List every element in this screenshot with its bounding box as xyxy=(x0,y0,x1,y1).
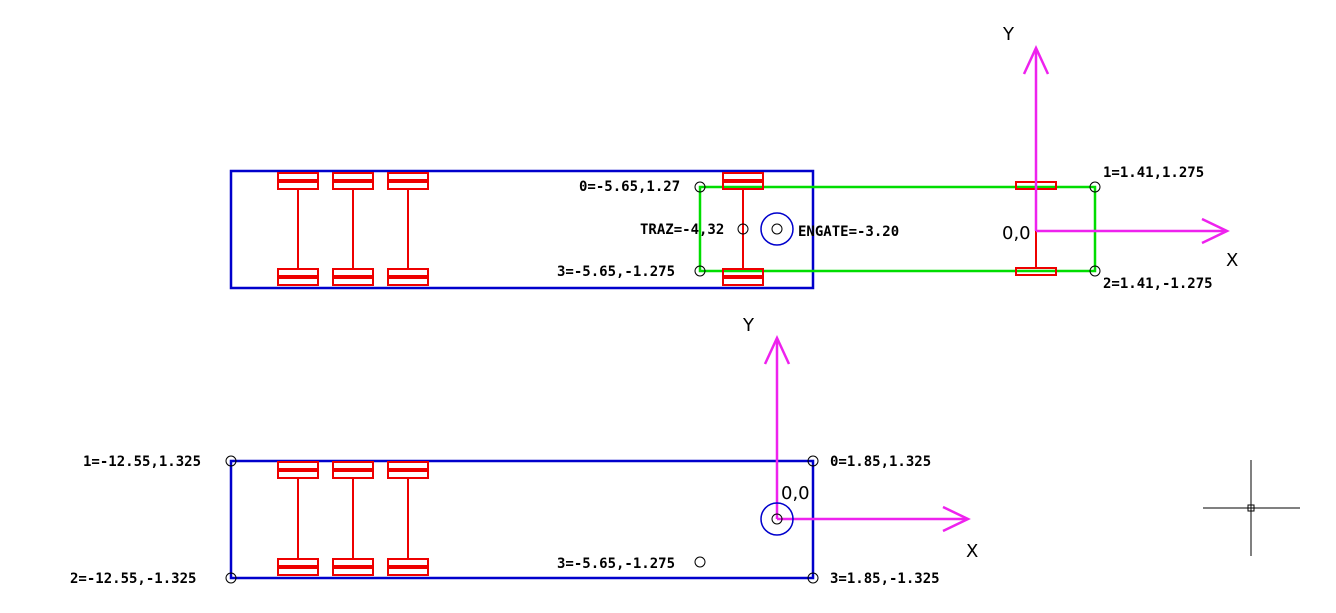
bottom-axis-y-label: Y xyxy=(742,315,755,336)
bottom-axes xyxy=(763,335,971,533)
trailer-point-2-label: 2=-12.55,-1.325 xyxy=(70,571,196,587)
traz-label: TRAZ=-4,32 xyxy=(640,222,724,238)
trailer-point-3-label: 3=1.85,-1.325 xyxy=(830,571,940,587)
crosshair-cursor-icon xyxy=(1203,460,1300,556)
top-axis-y-label: Y xyxy=(1002,24,1015,45)
axle-1 xyxy=(277,172,319,286)
top-axes xyxy=(1022,45,1230,245)
bottom-axis-x-label: X xyxy=(966,541,978,562)
engate-label: ENGATE=-3.20 xyxy=(798,224,899,240)
tractor-corner-points xyxy=(694,181,1101,277)
axle-2 xyxy=(332,461,374,576)
trailer-point-0-label: 0=1.85,1.325 xyxy=(830,454,931,470)
top-trailer-axles xyxy=(277,172,764,286)
top-trailer-body-outline xyxy=(229,169,815,290)
tractor-point-1-label: 1=1.41,1.275 xyxy=(1103,165,1204,181)
trailer-extra-point-label: 3=-5.65,-1.275 xyxy=(557,556,675,572)
top-axis-x-label: X xyxy=(1226,250,1238,271)
trailer-point-1-label: 1=-12.55,1.325 xyxy=(83,454,201,470)
tractor-rear-axle xyxy=(722,172,764,286)
bottom-origin-label: 0,0 xyxy=(781,483,810,504)
top-origin-label: 0,0 xyxy=(1002,223,1031,244)
bottom-drawing: Y X 0,0 0=1.85,1.325 1=-12.55,1.325 2=-1… xyxy=(70,315,978,587)
axle-1 xyxy=(277,461,319,576)
axle-3 xyxy=(387,172,429,286)
tractor-point-3-label: 3=-5.65,-1.275 xyxy=(557,264,675,280)
tractor-point-2-label: 2=1.41,-1.275 xyxy=(1103,276,1213,292)
trailer-corner-points xyxy=(225,455,819,584)
bottom-trailer-axles xyxy=(277,461,429,576)
axle-3 xyxy=(387,461,429,576)
tractor-outline xyxy=(698,185,1097,273)
tractor-point-0-label: 0=-5.65,1.27 xyxy=(579,179,680,195)
top-drawing: Y X 0,0 0=-5.65,1.27 1=1.41,1.275 2=1.41… xyxy=(229,24,1238,292)
axle-2 xyxy=(332,172,374,286)
